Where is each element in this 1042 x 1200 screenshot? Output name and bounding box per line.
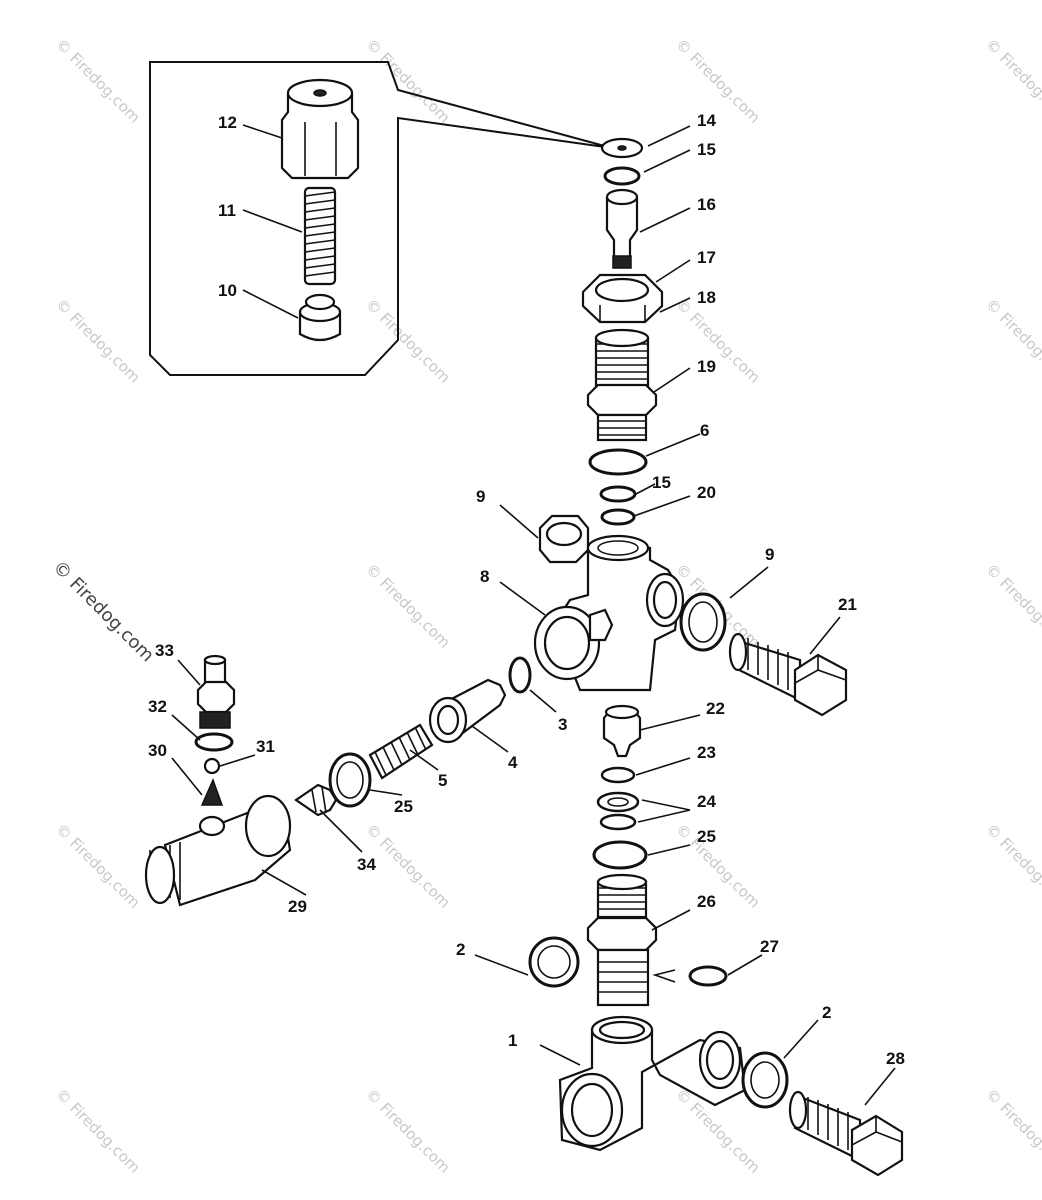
watermark: © Firedog.com — [52, 35, 144, 127]
part-21-plug-bolt — [728, 632, 848, 717]
watermark: © Firedog.com — [982, 820, 1042, 912]
part-9-nut-left — [538, 514, 590, 564]
callout-label: 33 — [155, 641, 174, 660]
part-4-piston-sleeve — [428, 678, 507, 744]
callout-label: 23 — [697, 743, 716, 762]
part-25-o-ring-lower — [592, 840, 648, 870]
callout-label: 32 — [148, 697, 167, 716]
watermark-prominent: © Firedog.com — [48, 557, 158, 667]
watermark: © Firedog.com — [52, 820, 144, 912]
part-14-washer — [600, 137, 644, 159]
callout-label: 2 — [822, 1003, 831, 1022]
callout-labels: 1 2 2 3 4 5 6 8 9 9 10 11 12 14 15 15 16… — [148, 111, 905, 1068]
part-22-plug — [602, 704, 642, 758]
part-31-ball — [203, 757, 221, 775]
part-16-piston — [605, 188, 639, 269]
callout-label: 27 — [760, 937, 779, 956]
callout-label: 3 — [558, 715, 567, 734]
part-30-cone-filter — [200, 777, 224, 806]
watermark: © Firedog.com — [362, 1085, 454, 1177]
watermark: © Firedog.com — [672, 820, 764, 912]
part-10-valve-seat — [298, 293, 342, 342]
callout-label: 14 — [697, 111, 716, 130]
callout-label: 5 — [438, 771, 447, 790]
watermark: © Firedog.com — [52, 1085, 144, 1177]
callout-label: 34 — [357, 855, 376, 874]
watermark: © Firedog.com — [982, 295, 1042, 387]
callout-label: 26 — [697, 892, 716, 911]
part-6-o-ring — [588, 448, 648, 476]
watermark-layer: © Firedog.com © Firedog.com © Firedog.co… — [48, 35, 1042, 1177]
callout-label: 16 — [697, 195, 716, 214]
callout-label: 11 — [218, 201, 236, 220]
part-2-washer-right — [741, 1051, 789, 1109]
part-2-washer-left — [528, 936, 580, 988]
callout-label: 12 — [218, 113, 237, 132]
part-1-tee-body — [558, 1015, 747, 1152]
part-34-cone — [294, 783, 338, 817]
part-5-spring — [368, 723, 434, 780]
watermark: © Firedog.com — [362, 560, 454, 652]
part-33-fitting — [196, 654, 236, 729]
part-28-plug-bolt — [788, 1090, 904, 1177]
part-26-threaded-body — [586, 873, 658, 1007]
callout-label: 29 — [288, 897, 307, 916]
callout-label: 15 — [652, 473, 671, 492]
part-29-unloader-body — [144, 794, 292, 907]
callout-label: 10 — [218, 281, 237, 300]
callout-label: 8 — [480, 567, 489, 586]
callout-label: 9 — [476, 487, 485, 506]
part-17-18-hex-nut — [581, 273, 664, 324]
watermark: © Firedog.com — [52, 295, 144, 387]
callout-label: 24 — [697, 792, 716, 811]
part-8-valve-body — [533, 534, 685, 692]
callout-label: 25 — [697, 827, 716, 846]
part-27-o-ring — [652, 965, 728, 987]
part-32-o-ring — [194, 732, 234, 752]
callout-label: 9 — [765, 545, 774, 564]
callout-label: 6 — [700, 421, 709, 440]
callout-label: 4 — [508, 753, 518, 772]
callout-label: 21 — [838, 595, 857, 614]
part-25-washer-left — [328, 752, 372, 808]
watermark: © Firedog.com — [362, 35, 454, 127]
callout-label: 30 — [148, 741, 167, 760]
callout-label: 17 — [697, 248, 716, 267]
part-3-o-ring — [508, 656, 532, 694]
callout-label: 19 — [697, 357, 716, 376]
part-24-washers — [596, 791, 640, 831]
leader-lines — [171, 124, 896, 1106]
watermark: © Firedog.com — [982, 560, 1042, 652]
watermark: © Firedog.com — [672, 295, 764, 387]
part-15-o-ring-top — [603, 166, 641, 186]
part-15-o-ring-mid — [599, 485, 637, 503]
callout-label: 22 — [706, 699, 725, 718]
callout-label: 18 — [697, 288, 716, 307]
callout-label: 20 — [697, 483, 716, 502]
callout-label: 15 — [697, 140, 716, 159]
callout-label: 31 — [256, 737, 275, 756]
part-9-washer-right — [679, 592, 727, 652]
part-20-o-ring — [600, 508, 636, 526]
watermark: © Firedog.com — [672, 35, 764, 127]
callout-label: 1 — [508, 1031, 517, 1050]
part-19-threaded-body — [586, 328, 658, 442]
watermark: © Firedog.com — [982, 35, 1042, 127]
callout-label: 25 — [394, 797, 413, 816]
watermark: © Firedog.com — [362, 295, 454, 387]
callout-label: 28 — [886, 1049, 905, 1068]
watermark: © Firedog.com — [982, 1085, 1042, 1177]
part-12-cap-nut — [280, 78, 360, 180]
part-11-spring — [303, 186, 337, 286]
detail-inset — [149, 61, 613, 376]
callout-label: 2 — [456, 940, 465, 959]
part-23-washer — [600, 766, 636, 784]
